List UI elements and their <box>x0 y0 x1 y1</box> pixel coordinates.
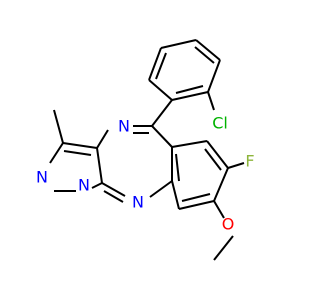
bond-inner <box>194 46 215 64</box>
bond <box>171 180 180 210</box>
bond <box>149 180 173 198</box>
bond <box>148 47 162 81</box>
bond-c-f <box>227 162 245 169</box>
bond-inner <box>181 193 211 202</box>
bond <box>91 182 103 189</box>
bond <box>96 129 109 149</box>
bond-inner <box>175 153 180 182</box>
bond <box>151 125 173 148</box>
atom-label-n1: N <box>36 168 48 187</box>
chlorophenyl-ring <box>148 39 221 111</box>
atom-label-f: F <box>245 152 254 171</box>
bond <box>49 142 64 164</box>
bond-c-cl <box>207 91 215 111</box>
bond <box>195 39 221 61</box>
bond <box>160 39 197 49</box>
bond-inner <box>155 52 167 80</box>
bond-double <box>103 190 124 203</box>
bond <box>206 140 229 169</box>
diazepine-ring <box>96 99 173 203</box>
bond <box>178 200 215 210</box>
bond <box>96 147 103 184</box>
atom-label-cl: Cl <box>212 114 228 133</box>
pyrazole-ring <box>49 109 103 192</box>
bond-o-ch3 <box>213 235 234 261</box>
atom-label-n2: N <box>78 176 90 195</box>
bond <box>207 59 221 93</box>
bond <box>151 99 173 127</box>
bond-c-o <box>213 200 225 219</box>
bond <box>171 91 209 101</box>
atom-label-n10: N <box>132 193 144 212</box>
bond <box>213 167 229 202</box>
bond <box>62 142 98 149</box>
atom-label-o: O <box>222 215 235 234</box>
atom-labels: N N N N Cl F O <box>36 114 255 234</box>
bond <box>171 140 208 148</box>
fused-benzene-ring <box>171 140 245 261</box>
structure-diagram: N N N N Cl F O <box>36 39 255 261</box>
bond <box>148 79 173 101</box>
bond <box>101 182 126 197</box>
bond-inner <box>204 148 222 171</box>
molecule-canvas: N N N N Cl F O <box>36 39 255 261</box>
bond-methyl <box>53 109 64 144</box>
bond-inner <box>175 85 204 94</box>
atom-label-n4: N <box>118 117 130 136</box>
bond-inner <box>63 150 92 156</box>
